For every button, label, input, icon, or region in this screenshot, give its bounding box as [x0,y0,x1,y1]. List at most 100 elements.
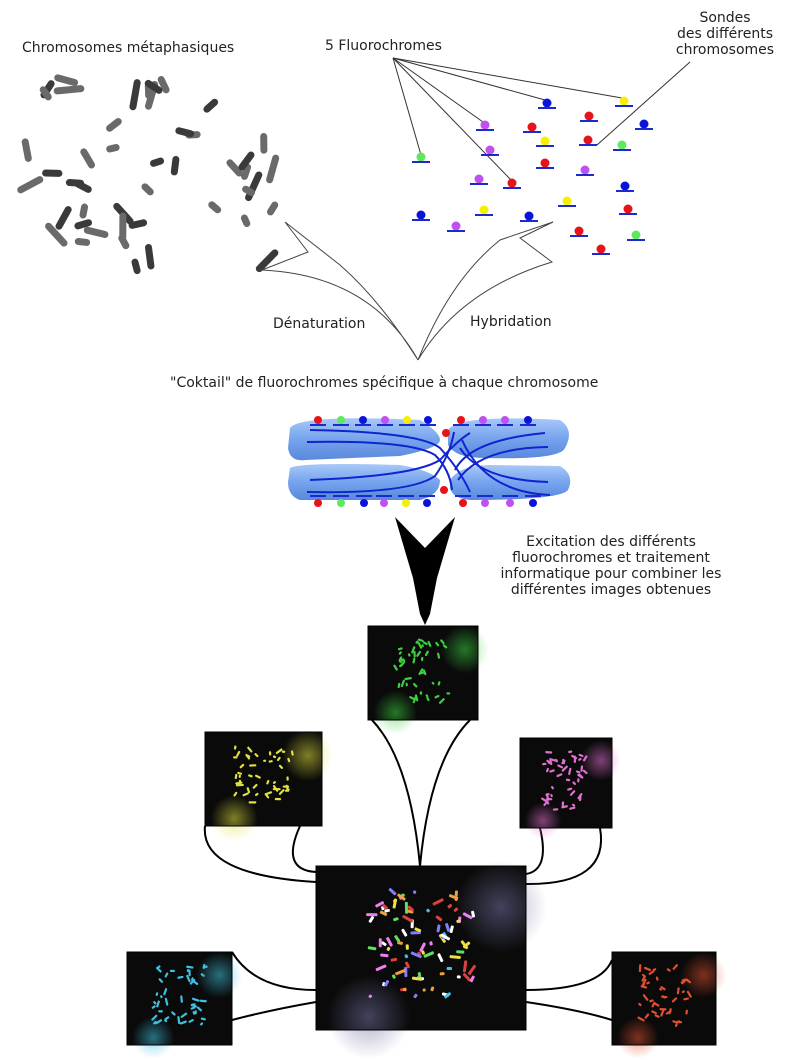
chromosome-signal [155,1019,163,1025]
chromosome-signal [413,993,418,999]
chromosome-signal [275,748,283,755]
chromosome [240,214,251,228]
chromosome-signal [453,907,459,912]
chromosome-signal [545,767,550,773]
chromosome-signal [674,1023,678,1027]
chromosome-signal [179,1020,187,1025]
probe [576,165,594,176]
red-channel-image [611,951,727,1059]
chromosome [74,237,91,246]
fluorochrome-dot [527,122,537,132]
fluorochrome-dot [403,416,411,424]
fluorochrome-dot [501,416,509,424]
fluorochrome-dot [620,181,630,191]
chromosome-signal [410,951,422,959]
chromosome-signal [565,778,571,782]
chromosome-signal [421,950,426,955]
probe [570,226,588,237]
chromosome-signal [462,960,468,973]
chromosome-signal [158,1010,163,1013]
fluorochrome-dot [381,416,389,424]
chromosome-signal [572,781,577,786]
probe [523,122,541,133]
chromosome-signal [641,975,647,982]
chromosome [118,234,130,250]
chromosome-signal [375,901,385,908]
chromosome-signal [681,990,685,994]
chromosome-signal [409,696,415,700]
chromosome [119,212,127,241]
fluorochrome-dot [524,211,534,221]
probe [627,230,645,241]
chromosome-signal [233,791,238,797]
chromosome-signal [432,898,444,906]
fluorochrome-dot [562,196,572,206]
chromosome-signal [200,973,205,977]
chromosome-signal [456,950,465,954]
chromosome-signal [407,905,414,912]
chromosome-signal [413,650,416,658]
chromosome-signal [278,764,284,769]
chromosome-signal [164,1019,168,1023]
chromosome-signal [442,644,448,649]
fluorochrome-dot [479,416,487,424]
chromosome-signal [397,647,403,651]
cocktail-label: "Coktail" de fluorochromes spécifique à … [170,375,599,391]
fluorochrome-dot [639,119,649,129]
chromosome-signal [437,953,444,963]
chromosome-signal [449,955,461,959]
chromosome-signal [397,682,401,689]
excitation-label: Excitation des différents fluorochromes … [476,534,746,598]
chromosome [150,157,165,167]
probe [580,111,598,122]
chromosome-signal [367,946,377,951]
chromosome [42,169,63,177]
chromosome-signal [440,933,451,941]
fluorochrome-dot [442,429,450,437]
fluorochrome-dot [416,210,426,220]
chromosome [39,86,52,101]
chromosome-signal [276,756,281,762]
chromosome [55,206,72,230]
chromosome-signal [401,928,408,937]
chromosome-signal [233,745,237,750]
chromosome-signal [642,982,646,986]
chromosome-signal [437,681,441,686]
chromosome-signal [412,696,417,704]
chromosome-signal [419,942,426,952]
chromosome-signal [199,999,207,1003]
chromosome-signal [272,787,281,791]
probe [613,140,631,151]
chromosome-signal [427,640,432,647]
chromosome-signal [575,770,581,774]
chromosome-signal [418,668,424,676]
fluorochrome-dot [584,111,594,121]
chromosome-signal [368,994,373,999]
chromosome-signal [379,910,388,916]
chromosome-signal [651,1010,657,1015]
probe [592,244,610,255]
chromosome-signal [417,972,422,979]
chromosome-signal [156,1000,160,1008]
chromosome-signal [153,1001,157,1005]
merge-arrows [261,221,554,361]
chromosome-signal [407,653,411,657]
chromosome-signal [542,762,547,766]
chromosome-signal [384,908,390,913]
chromosome-signal [158,978,164,983]
chromosome-signal [153,1020,157,1025]
chromosome-signal [246,787,251,794]
chromosome-signal [545,751,553,754]
chromosome-signal [282,785,290,788]
chromosome-signal [644,1013,650,1019]
chromosome-signal [398,651,402,655]
chromosome-signal [391,974,396,979]
chromosome [144,79,163,94]
chromosome [128,219,148,229]
chromosome-signal [196,1006,203,1012]
chromosome-signal [234,773,238,780]
denaturation-label: Dénaturation [273,316,366,332]
chromosome-signal [561,805,568,809]
probe [475,205,493,216]
